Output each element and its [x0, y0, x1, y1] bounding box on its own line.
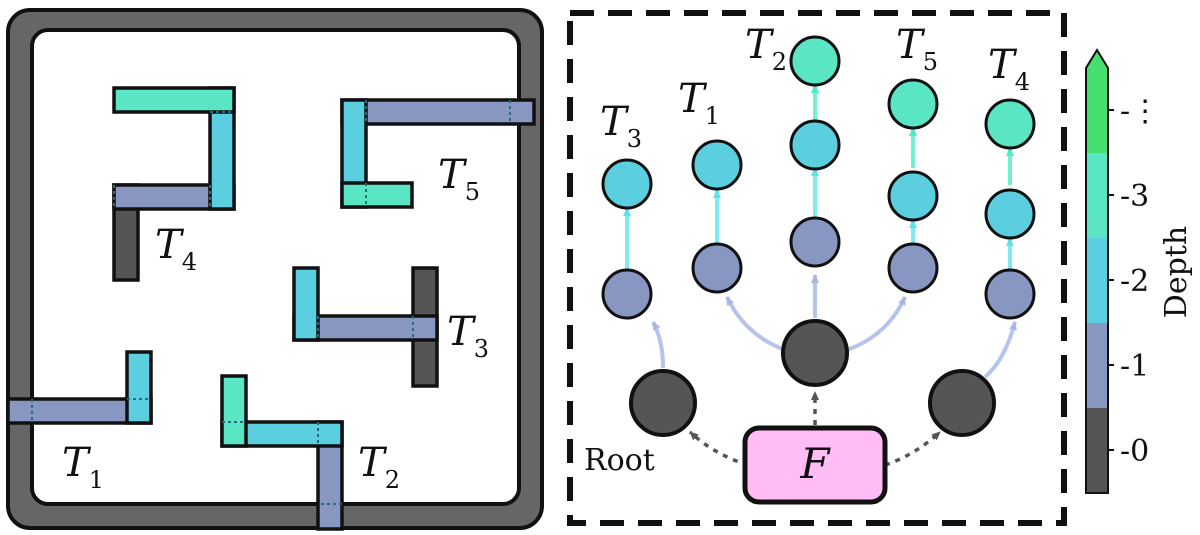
nodes-depth3: [789, 35, 1036, 150]
factory-edges: [688, 391, 942, 467]
root-node: [629, 369, 697, 437]
colorbar-title: Depth: [1159, 226, 1194, 318]
environment-inner-area: [30, 28, 521, 506]
edges-depth2: [623, 167, 1014, 270]
colorbar-outline: [1085, 48, 1109, 494]
tree-label-t5: T5: [896, 22, 938, 76]
factory-label: F: [799, 439, 831, 488]
label-t1: T1: [62, 440, 104, 494]
label-t3: T3: [447, 309, 489, 363]
colorbar-seg-2: [1086, 238, 1108, 323]
colorbar-tick-more: -⋮: [1120, 94, 1160, 129]
shape-t5: [340, 98, 536, 209]
environment-panel: T4 T5 T3 T1 T2: [6, 8, 544, 531]
shape-t1: [6, 350, 153, 425]
tree-label-t1: T1: [678, 76, 720, 130]
label-t5: T5: [438, 152, 480, 206]
edges-depth3: [811, 84, 1014, 185]
colorbar-tick-1: -1: [1120, 349, 1149, 384]
tree-label-t4: T4: [988, 42, 1030, 96]
colorbar-tick-3: -3: [1120, 179, 1149, 214]
root-label: Root: [584, 443, 655, 478]
nodes-depth1: [601, 216, 1036, 320]
colorbar-seg-0: [1086, 408, 1108, 493]
shape-t2: [220, 374, 344, 531]
right-root-node: [928, 369, 996, 437]
edges-depth1: [651, 274, 1017, 379]
shape-t3: [292, 266, 439, 388]
colorbar-seg-3: [1086, 153, 1108, 238]
shape-t4: [112, 86, 236, 282]
tree-label-t2: T2: [745, 22, 787, 76]
colorbar-ticks: [1108, 109, 1114, 451]
colorbar-seg-1: [1086, 323, 1108, 408]
depth-colorbar: -0 -1 -2 -3 -⋮ Depth: [1085, 48, 1194, 494]
label-t2: T2: [358, 440, 400, 494]
colorbar-seg-more: [1086, 50, 1108, 153]
colorbar-tick-0: -0: [1120, 434, 1149, 469]
factory-box: [742, 425, 888, 505]
tree-dashed-border: [567, 10, 1067, 526]
nodes-depth0: [629, 319, 996, 437]
nodes-depth2: [601, 119, 1036, 240]
colorbar-tick-2: -2: [1120, 264, 1149, 299]
center-root-node: [781, 319, 849, 387]
tree-panel: F Root T3 T1 T2 T5 T4: [567, 10, 1067, 526]
tree-label-t3: T3: [600, 99, 642, 153]
label-t4: T4: [155, 222, 197, 276]
